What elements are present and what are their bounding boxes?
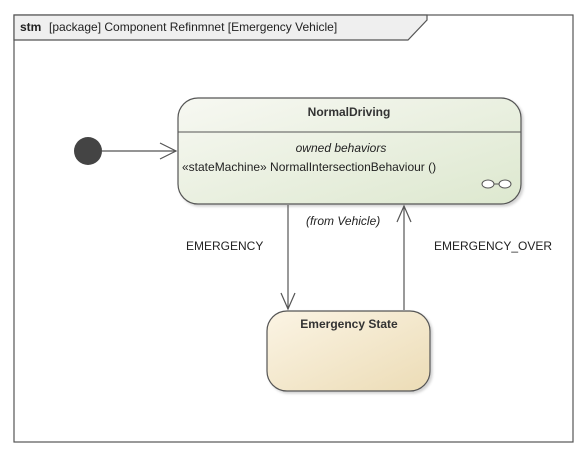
transition-emergency-arrowhead (280, 292, 296, 311)
state-normal-driving-box (177, 97, 522, 205)
frame-title: [package] Component Refinmnet [Emergency… (49, 20, 337, 34)
frame-name-tab (13, 14, 428, 41)
transition-emergency-over[interactable] (396, 204, 412, 310)
transition-emergency-over-label: EMERGENCY_OVER (434, 239, 552, 253)
state-normal-driving-name: NormalDriving (308, 105, 391, 119)
state-emergency[interactable]: Emergency State (266, 310, 431, 392)
frame-keyword: stm (20, 20, 41, 34)
state-normal-driving[interactable]: NormalDriving owned behaviors «stateMach… (177, 97, 522, 205)
transition-emergency-label: EMERGENCY (186, 239, 263, 253)
transition-emergency-guard: (from Vehicle) (306, 214, 380, 228)
transition-emergency[interactable] (280, 205, 296, 311)
initial-transition-arrowhead (159, 142, 178, 160)
state-emergency-box (266, 310, 431, 392)
composite-state-icon (481, 179, 512, 189)
state-emergency-name: Emergency State (300, 317, 398, 331)
submachine-behavior: «stateMachine» NormalIntersectionBehavio… (182, 160, 436, 174)
initial-node (74, 137, 102, 165)
compartment-heading: owned behaviors (296, 141, 387, 155)
transition-emergency-over-arrowhead (396, 204, 412, 223)
